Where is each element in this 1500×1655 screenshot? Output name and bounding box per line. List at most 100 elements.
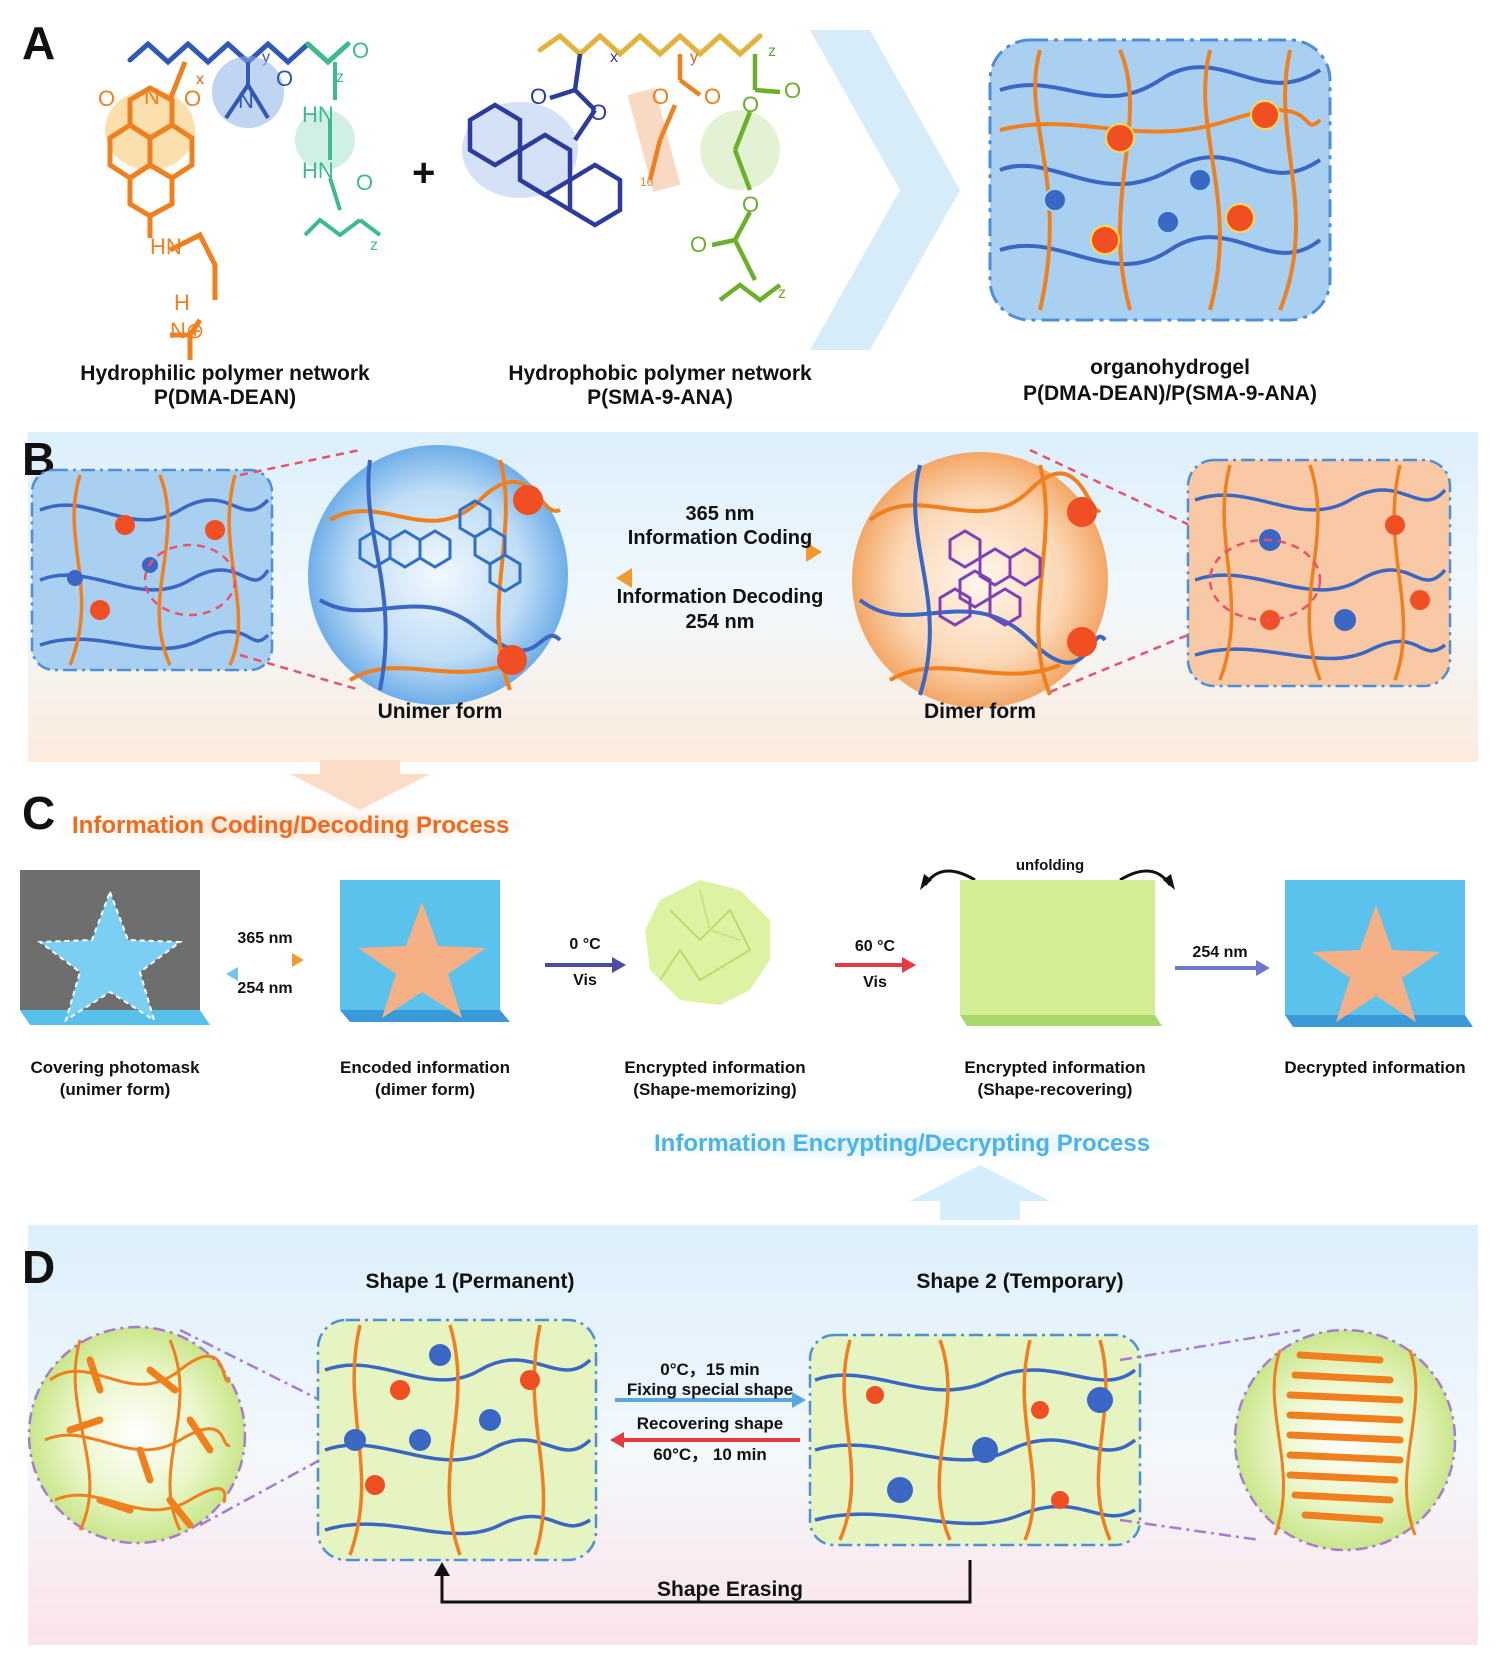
dimer-zoom-line-top bbox=[1029, 448, 1201, 532]
unfolding-arrow-left-head bbox=[920, 874, 932, 890]
step-3-line2: (Shape-memorizing) bbox=[633, 1080, 797, 1099]
dma-structure bbox=[224, 62, 270, 120]
sub-y-b: y bbox=[690, 49, 698, 66]
decoding-wavelength: 254 nm bbox=[685, 611, 755, 633]
crumpled-gel bbox=[645, 880, 770, 1005]
dimer-square-clusters bbox=[1259, 515, 1430, 631]
unimer-anthracenes bbox=[358, 499, 522, 593]
erasing-arrowhead bbox=[434, 1562, 450, 1576]
d-right-zoom-bottom bbox=[1119, 1518, 1261, 1542]
step-1-line1: Covering photomask bbox=[30, 1058, 200, 1077]
shape-erasing-label: Shape Erasing bbox=[657, 1578, 803, 1601]
fix-label: Fixing special shape bbox=[626, 1380, 794, 1399]
naphthalimide-structure bbox=[107, 61, 218, 360]
unimer-form-label: Unimer form bbox=[377, 700, 503, 723]
sub-z-a: z bbox=[336, 69, 344, 86]
step-2-line1: Encoded information bbox=[340, 1058, 510, 1077]
sub-y-a: y bbox=[262, 49, 270, 66]
arrow-4-top-label: 254 nm bbox=[1192, 944, 1248, 961]
panel-a-chemistry: x y z O N O HN H N⊕ O N O HN HN O z + bbox=[98, 30, 1332, 360]
dimer-circle-cluster-1 bbox=[1067, 497, 1097, 527]
shape-2-label: Shape 2 (Temporary) bbox=[916, 1270, 1124, 1293]
dimer-circle-cluster-2 bbox=[1067, 627, 1097, 657]
step-4-line1: Encrypted information bbox=[964, 1058, 1146, 1077]
decrypted-star bbox=[1312, 905, 1440, 1022]
hydrophilic-formula: P(DMA-DEAN) bbox=[153, 386, 297, 409]
crystalline-lamellae bbox=[1286, 1351, 1404, 1524]
arrow-3-head bbox=[902, 957, 916, 973]
step-4-line2: (Shape-recovering) bbox=[977, 1080, 1133, 1099]
arrow-3-top-label: 60 °C bbox=[854, 938, 896, 955]
unimer-zoom-circle bbox=[308, 445, 568, 705]
atom-n-1: N bbox=[144, 84, 160, 109]
stearyl-glow bbox=[627, 88, 681, 192]
d-right-zoom-top bbox=[1119, 1328, 1301, 1362]
plus-sign: + bbox=[412, 151, 435, 195]
panel-b-diagram bbox=[30, 445, 1452, 708]
dimer-square-zoom-region bbox=[1208, 538, 1322, 622]
decrypted-side bbox=[1285, 1015, 1473, 1027]
unimer-zoom-line-top bbox=[239, 448, 361, 477]
coding-wavelength: 365 nm bbox=[685, 503, 755, 525]
arrow-1-bottom-label: 254 nm bbox=[237, 980, 293, 997]
atom-h-1: H bbox=[174, 290, 190, 315]
recovered-plate bbox=[960, 880, 1155, 1015]
atom-o-an1: O bbox=[530, 84, 547, 109]
sub-16: 16 bbox=[640, 175, 654, 189]
shape-1-label: Shape 1 (Permanent) bbox=[365, 1270, 575, 1293]
panel-c-workflow bbox=[20, 869, 1473, 1027]
edma-glow bbox=[700, 110, 780, 190]
shape-2-clusters bbox=[866, 1386, 1113, 1509]
atom-o-an2: O bbox=[590, 100, 607, 125]
amorphous-crystallites bbox=[66, 1356, 214, 1529]
organohydrogel-network bbox=[988, 38, 1332, 322]
encoded-side bbox=[340, 1010, 510, 1022]
unimer-square-clusters bbox=[67, 515, 225, 620]
dimer-square-chains bbox=[1194, 464, 1447, 681]
photomask-star bbox=[37, 889, 183, 1023]
shape-1-clusters bbox=[344, 1344, 540, 1495]
atom-nplus: N⊕ bbox=[170, 318, 204, 343]
dimer-network-square bbox=[1186, 458, 1452, 688]
erasing-bracket bbox=[440, 1560, 972, 1604]
atom-o-ed2: O bbox=[742, 92, 759, 117]
hydrophilic-title: Hydrophilic polymer network bbox=[80, 362, 370, 385]
unfolding-arrow-right-head bbox=[1163, 874, 1175, 890]
smaana-backbone bbox=[537, 32, 763, 58]
step-5-line1: Decrypted information bbox=[1284, 1058, 1466, 1077]
crosslinker-structure bbox=[303, 62, 382, 238]
stearyl-structure bbox=[647, 54, 702, 181]
sub-x-b: x bbox=[610, 49, 618, 66]
hydrophobic-title: Hydrophobic polymer network bbox=[508, 362, 812, 385]
d-to-c-arrow bbox=[910, 1165, 1050, 1220]
atom-o-cl1: O bbox=[352, 38, 369, 63]
atom-o-st2: O bbox=[704, 84, 721, 109]
recovered-side bbox=[960, 1015, 1162, 1026]
d-left-zoom-top bbox=[179, 1328, 321, 1402]
unimer-zoom-region bbox=[143, 543, 237, 617]
d-left-zoom-bottom bbox=[199, 1458, 321, 1527]
dimer-structure bbox=[938, 529, 1042, 627]
unimer-square-chains bbox=[39, 474, 270, 666]
atom-o-ed1: O bbox=[784, 78, 801, 103]
atom-o-cl2: O bbox=[356, 170, 373, 195]
dmadean-backbone bbox=[127, 40, 351, 66]
sub-x-a: x bbox=[196, 71, 204, 88]
atom-o-2: O bbox=[184, 86, 201, 111]
anthracene-structure bbox=[467, 53, 623, 228]
panel-d-diagram bbox=[27, 1318, 1457, 1604]
coding-process-label: Information Coding/Decoding Process bbox=[60, 810, 522, 842]
atom-o-dma: O bbox=[276, 66, 293, 91]
recover-arrow-head bbox=[610, 1432, 624, 1448]
crosslinker-glow bbox=[295, 110, 355, 170]
arrow-1-bottom-head bbox=[226, 967, 238, 981]
encoded-star bbox=[358, 902, 486, 1018]
panel-letter-c: C bbox=[22, 787, 56, 839]
coding-arrowhead bbox=[806, 542, 822, 562]
gel-formula: P(DMA-DEAN)/P(SMA-9-ANA) bbox=[1023, 382, 1317, 405]
formation-arrow bbox=[810, 30, 960, 350]
atom-n-dma: N bbox=[238, 88, 254, 113]
panel-letter-d: D bbox=[22, 1241, 56, 1293]
gel-title: organohydrogel bbox=[1090, 356, 1250, 379]
fix-condition: 0°C，15 min bbox=[660, 1360, 760, 1379]
